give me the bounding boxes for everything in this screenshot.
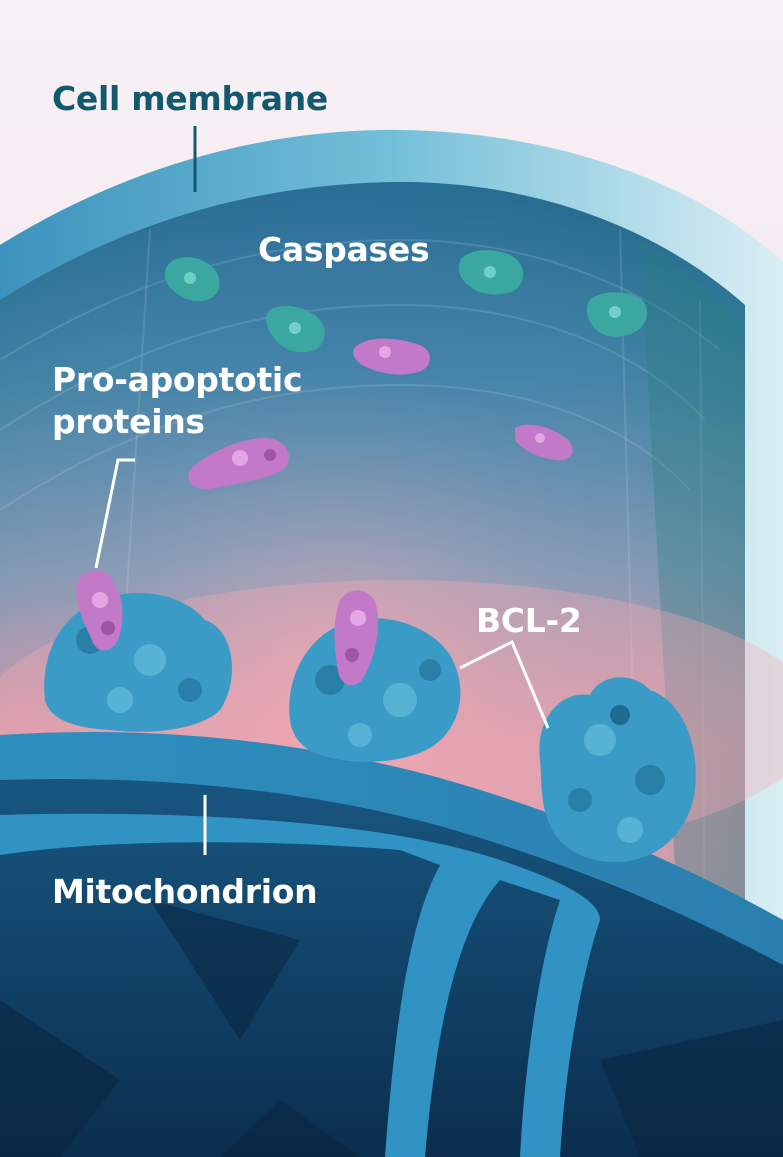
label-cell-membrane: Cell membrane xyxy=(52,79,329,118)
leader-bcl2 xyxy=(459,639,550,729)
label-caspases: Caspases xyxy=(258,230,430,269)
caspase-4 xyxy=(266,305,325,353)
pro-apoptotic-free-3 xyxy=(515,424,573,461)
leader-pro-apoptotic xyxy=(94,458,135,569)
mitochondrion-crista xyxy=(0,813,600,1157)
pro-apoptotic-free-1 xyxy=(353,338,430,375)
label-mitochondrion: Mitochondrion xyxy=(52,872,318,911)
pro-apoptotic-bound-middle xyxy=(334,590,379,686)
bcl2-protein-right xyxy=(539,677,696,863)
pro-apoptotic-free-2 xyxy=(188,437,289,490)
bcl2-protein-middle xyxy=(289,618,461,762)
caspase-2 xyxy=(458,250,524,295)
label-bcl2: BCL-2 xyxy=(476,601,582,640)
label-pro-apoptotic-line1: Pro-apoptotic xyxy=(52,360,303,399)
mitochondrion-facets xyxy=(0,900,783,1157)
caspase-3 xyxy=(586,292,648,337)
caspase-1 xyxy=(164,257,220,302)
membrane-side-wall xyxy=(640,240,745,960)
pro-apoptotic-bound-left xyxy=(76,570,123,651)
label-pro-apoptotic-line2: proteins xyxy=(52,402,205,441)
